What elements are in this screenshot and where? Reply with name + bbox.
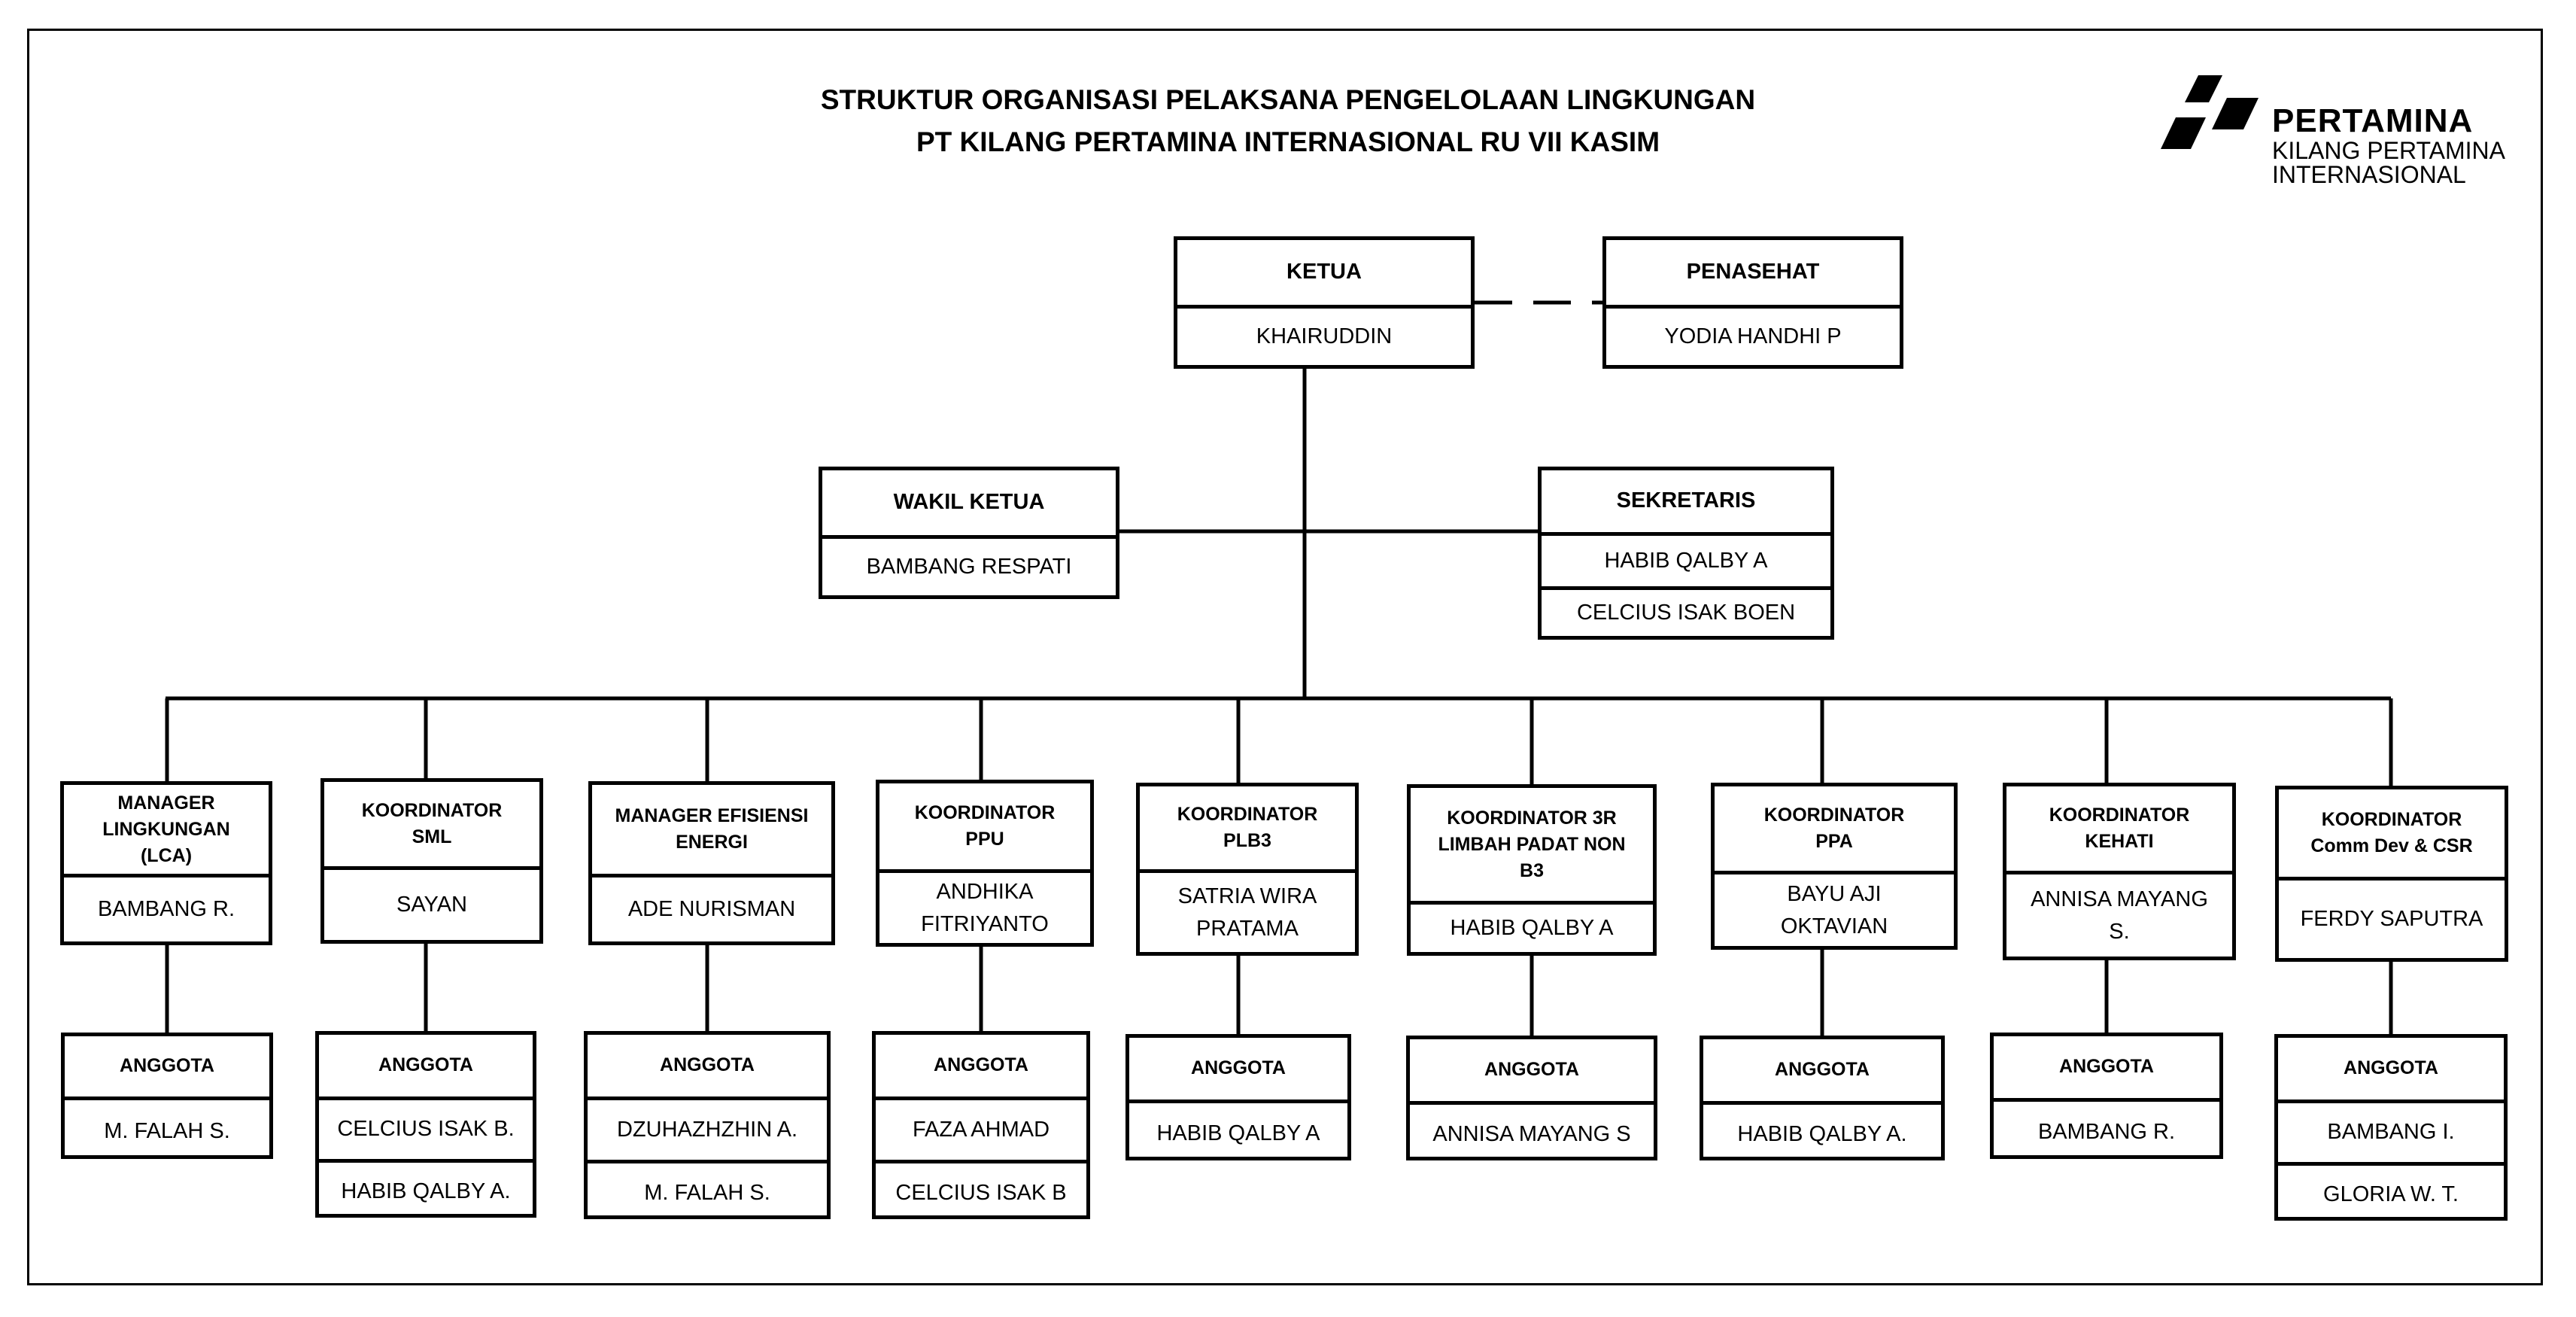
member-name: FAZA AHMAD: [876, 1096, 1086, 1160]
unit-box: MANAGER LINGKUNGAN (LCA) BAMBANG R.: [60, 781, 272, 945]
logo-subtitle-line1: KILANG PERTAMINA: [2272, 137, 2505, 164]
unit-name: BAYU AJI OKTAVIAN: [1715, 871, 1954, 946]
unit-title: KOORDINATOR PPU: [914, 802, 1056, 850]
unit-box: KOORDINATOR SML SAYAN: [320, 778, 543, 944]
unit-name: ANNISA MAYANG S.: [2006, 871, 2232, 957]
unit-name: BAMBANG R.: [64, 874, 269, 941]
member-title: ANGGOTA: [1484, 1059, 1579, 1081]
unit-box: KOORDINATOR PPU ANDHIKA FITRIYANTO: [876, 780, 1094, 947]
member-name: BAMBANG I.: [2278, 1100, 2504, 1162]
penasehat-box: PENASEHAT YODIA HANDHI P: [1602, 236, 1903, 369]
unit-title: MANAGER LINGKUNGAN (LCA): [102, 792, 230, 866]
sekretaris-box: SEKRETARIS HABIB QALBY A CELCIUS ISAK BO…: [1538, 467, 1834, 640]
unit-box: KOORDINATOR PPA BAYU AJI OKTAVIAN: [1711, 783, 1958, 950]
member-name: CELCIUS ISAK B: [876, 1160, 1086, 1223]
unit-title: KOORDINATOR PPA: [1763, 804, 1905, 852]
unit-name: ADE NURISMAN: [592, 874, 831, 941]
member-title: ANGGOTA: [2059, 1056, 2154, 1078]
ketua-box: KETUA KHAIRUDDIN: [1174, 236, 1475, 369]
member-name: ANNISA MAYANG S: [1410, 1101, 1654, 1164]
unit-box: KOORDINATOR 3R LIMBAH PADAT NON B3 HABIB …: [1407, 784, 1657, 956]
member-name: HABIB QALBY A.: [319, 1159, 533, 1221]
unit-name: SATRIA WIRA PRATAMA: [1140, 869, 1355, 952]
member-title: ANGGOTA: [934, 1054, 1028, 1076]
pertamina-logo-icon: [2161, 75, 2259, 149]
pertamina-logo: PERTAMINA KILANG PERTAMINA INTERNASIONAL: [2159, 74, 2520, 194]
wakil-ketua-name: BAMBANG RESPATI: [822, 535, 1116, 595]
unit-box: MANAGER EFISIENSI ENERGI ADE NURISMAN: [588, 781, 835, 945]
member-name: DZUHAZHZHIN A.: [588, 1096, 827, 1160]
unit-box: KOORDINATOR Comm Dev & CSR FERDY SAPUTRA: [2275, 786, 2508, 962]
unit-title: KOORDINATOR Comm Dev & CSR: [2310, 809, 2473, 856]
unit-title: KOORDINATOR PLB3: [1177, 804, 1318, 851]
member-name: M. FALAH S.: [65, 1096, 269, 1163]
member-name: CELCIUS ISAK B.: [319, 1096, 533, 1159]
member-box: ANGGOTA CELCIUS ISAK B.HABIB QALBY A.: [315, 1031, 536, 1218]
chart-title-line2: PT KILANG PERTAMINA INTERNASIONAL RU VII…: [916, 126, 1660, 157]
member-title: ANGGOTA: [378, 1054, 473, 1076]
member-name: M. FALAH S.: [588, 1160, 827, 1223]
wakil-ketua-title: WAKIL KETUA: [893, 490, 1045, 515]
logo-name: PERTAMINA: [2272, 102, 2474, 139]
chart-title-line1: STRUKTUR ORGANISASI PELAKSANA PENGELOLAA…: [820, 84, 1756, 115]
penasehat-name: YODIA HANDHI P: [1606, 305, 1900, 365]
logo-subtitle-line2: INTERNASIONAL: [2272, 161, 2466, 188]
member-name: HABIB QALBY A: [1129, 1100, 1347, 1164]
penasehat-title: PENASEHAT: [1686, 260, 1820, 284]
unit-title: KOORDINATOR 3R LIMBAH PADAT NON B3: [1438, 807, 1626, 881]
wakil-ketua-box: WAKIL KETUA BAMBANG RESPATI: [819, 467, 1119, 599]
sekretaris-name: CELCIUS ISAK BOEN: [1542, 586, 1830, 636]
ketua-title: KETUA: [1286, 260, 1362, 284]
member-title: ANGGOTA: [2344, 1057, 2438, 1079]
sekretaris-title: SEKRETARIS: [1616, 488, 1756, 513]
member-title: ANGGOTA: [1775, 1059, 1870, 1081]
unit-name: FERDY SAPUTRA: [2279, 877, 2505, 958]
member-box: ANGGOTA BAMBANG I.GLORIA W. T.: [2274, 1034, 2508, 1221]
diagram-frame: [27, 29, 2543, 1285]
unit-title: MANAGER EFISIENSI ENERGI: [615, 805, 809, 853]
ketua-name: KHAIRUDDIN: [1177, 305, 1471, 365]
sekretaris-name: HABIB QALBY A: [1542, 532, 1830, 586]
member-name: HABIB QALBY A.: [1703, 1101, 1941, 1164]
member-name: GLORIA W. T.: [2278, 1162, 2504, 1224]
unit-box: KOORDINATOR KEHATI ANNISA MAYANG S.: [2003, 783, 2236, 960]
unit-name: HABIB QALBY A: [1411, 901, 1653, 952]
unit-name: SAYAN: [324, 866, 539, 940]
unit-title: KOORDINATOR KEHATI: [2049, 804, 2190, 852]
member-name: BAMBANG R.: [1994, 1098, 2219, 1163]
unit-title: KOORDINATOR SML: [361, 800, 503, 847]
member-title: ANGGOTA: [1191, 1057, 1286, 1079]
member-title: ANGGOTA: [120, 1055, 214, 1077]
unit-name: ANDHIKA FITRIYANTO: [879, 869, 1090, 943]
member-title: ANGGOTA: [660, 1054, 755, 1076]
